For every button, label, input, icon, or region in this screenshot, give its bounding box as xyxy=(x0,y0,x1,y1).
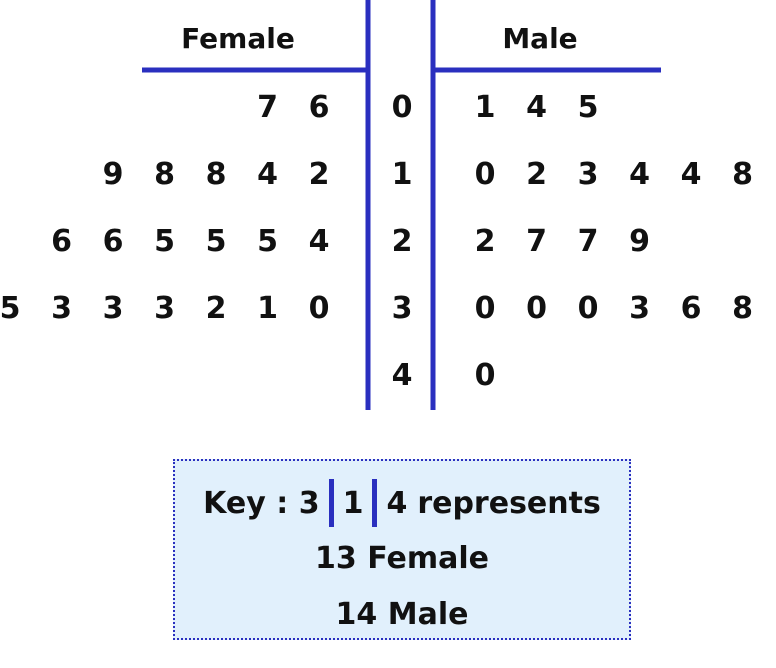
female-leaf: 8 xyxy=(154,157,175,192)
female-leaf: 7 xyxy=(257,90,278,125)
female-leaf: 5 xyxy=(0,291,20,326)
female-leaf: 8 xyxy=(206,157,227,192)
female-leaf: 2 xyxy=(206,291,227,326)
female-leaf: 3 xyxy=(51,291,72,326)
key-suffix: represents xyxy=(417,485,601,521)
stem-value: 2 xyxy=(392,224,413,259)
key-right-digit: 4 xyxy=(386,485,408,521)
male-leaf: 2 xyxy=(526,157,547,192)
male-leaf: 9 xyxy=(629,224,650,259)
male-leaf: 0 xyxy=(475,157,496,192)
key-box: Key : 3 1 4 represents 13 Female 14 Male xyxy=(173,459,631,640)
female-leaf: 9 xyxy=(103,157,124,192)
header-line-male xyxy=(433,67,661,73)
stem-value: 0 xyxy=(392,90,413,125)
male-leaf: 0 xyxy=(578,291,599,326)
stem-value: 4 xyxy=(392,358,413,393)
male-leaf: 0 xyxy=(475,358,496,393)
male-leaf: 8 xyxy=(732,291,753,326)
header-male: Male xyxy=(502,22,577,55)
female-leaf: 4 xyxy=(257,157,278,192)
male-leaf: 4 xyxy=(526,90,547,125)
header-female: Female xyxy=(181,22,295,55)
female-leaf: 3 xyxy=(103,291,124,326)
key-female-meaning: 13 Female xyxy=(315,541,489,576)
female-leaf: 0 xyxy=(309,291,330,326)
female-leaf: 1 xyxy=(257,291,278,326)
female-leaf: 5 xyxy=(154,224,175,259)
male-leaf: 2 xyxy=(475,224,496,259)
key-male-meaning: 14 Male xyxy=(335,597,469,632)
female-leaf: 6 xyxy=(103,224,124,259)
female-leaf: 2 xyxy=(309,157,330,192)
stem-value: 3 xyxy=(392,291,413,326)
female-leaf: 5 xyxy=(206,224,227,259)
female-leaf: 6 xyxy=(51,224,72,259)
male-leaf: 5 xyxy=(578,90,599,125)
stem-value: 1 xyxy=(392,157,413,192)
key-left-digit: 3 xyxy=(298,485,320,521)
male-leaf: 1 xyxy=(475,90,496,125)
male-leaf: 8 xyxy=(732,157,753,192)
key-stem-digit: 1 xyxy=(342,485,364,521)
female-leaf: 6 xyxy=(309,90,330,125)
male-leaf: 4 xyxy=(629,157,650,192)
male-leaf: 7 xyxy=(578,224,599,259)
key-prefix: Key : xyxy=(203,485,299,521)
male-leaf: 4 xyxy=(681,157,702,192)
stem-divider-left xyxy=(365,0,371,410)
male-leaf: 7 xyxy=(526,224,547,259)
male-leaf: 0 xyxy=(475,291,496,326)
female-leaf: 4 xyxy=(309,224,330,259)
stem-divider-right xyxy=(430,0,436,410)
key-line: Key : 3 1 4 represents xyxy=(175,479,629,527)
male-leaf: 3 xyxy=(629,291,650,326)
female-leaf: 5 xyxy=(257,224,278,259)
key-divider-right xyxy=(372,479,378,527)
female-leaf: 3 xyxy=(154,291,175,326)
key-divider-left xyxy=(328,479,334,527)
header-line-female xyxy=(142,67,368,73)
male-leaf: 3 xyxy=(578,157,599,192)
male-leaf: 0 xyxy=(526,291,547,326)
male-leaf: 6 xyxy=(681,291,702,326)
